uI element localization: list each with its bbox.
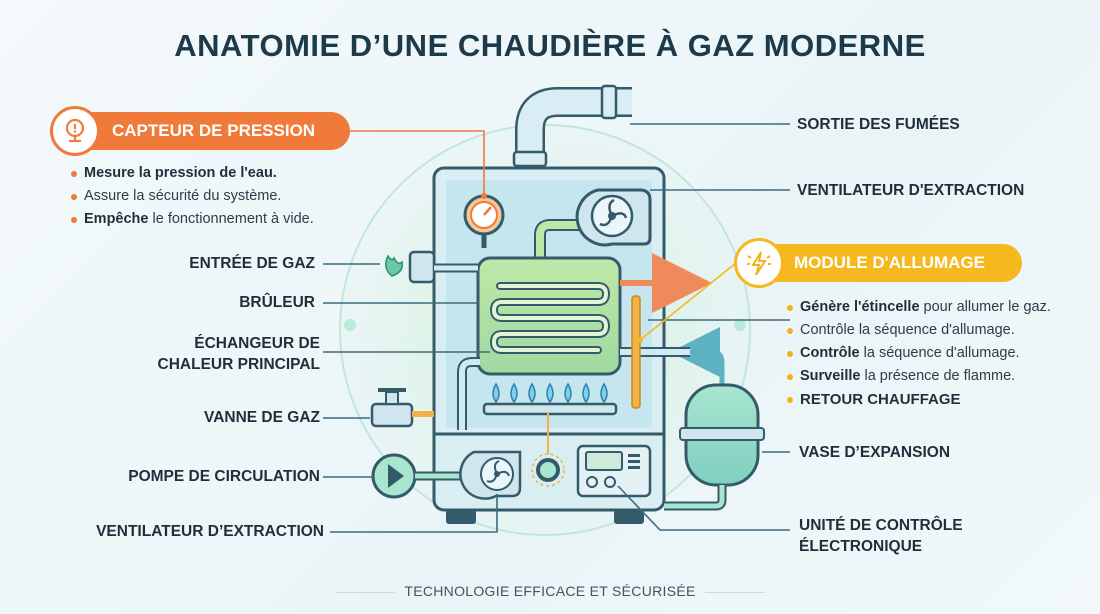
label-extraction-fan-top: VENTILATEUR D'EXTRACTION (797, 182, 1025, 199)
boiler-feet-left (446, 510, 476, 524)
list-item: Mesure la pression de l'eau. (70, 162, 314, 185)
footer-divider-right (705, 592, 765, 593)
gas-inlet (385, 250, 478, 284)
label-control-unit: UNITÉ DE CONTRÔLE ÉLECTRONIQUE (799, 517, 963, 555)
label-extraction-fan-bottom: VENTILATEUR D’EXTRACTION (96, 523, 324, 540)
pressure-sensor-bullets: Mesure la pression de l'eau. Assure la s… (70, 162, 314, 231)
ignition-rod (631, 295, 641, 409)
list-item: Assure la sécurité du système. (70, 185, 314, 208)
burner (482, 382, 618, 416)
extraction-fan-bottom (459, 450, 522, 500)
label-circulation-pump: POMPE DE CIRCULATION (128, 468, 320, 485)
label-flue-outlet: SORTIE DES FUMÉES (797, 116, 960, 133)
control-knob (531, 412, 565, 487)
heat-exchanger (476, 256, 622, 376)
label-heat-exchanger: ÉCHANGEUR DE CHALEUR PRINCIPAL (157, 335, 320, 373)
label-gas-inlet: ENTRÉE DE GAZ (189, 255, 315, 272)
extraction-fan-top (534, 188, 652, 270)
footer-divider-left (335, 592, 395, 593)
gas-valve (370, 388, 434, 428)
expansion-vessel (664, 383, 765, 511)
pressure-sensor-icon (50, 106, 100, 156)
circulation-pump (371, 453, 474, 499)
footer-tagline: TECHNOLOGIE EFFICACE ET SÉCURISÉE (404, 583, 696, 599)
return-water-arrow (670, 327, 725, 400)
boiler-feet-right (614, 510, 644, 524)
list-item: Génère l'étincelle pour allumer le gaz. (786, 296, 1051, 319)
pressure-sensor-title: CAPTEUR DE PRESSION (112, 121, 316, 140)
control-panel (576, 444, 652, 498)
label-burner: BRÛLEUR (239, 294, 315, 311)
ignition-module-title: MODULE D'ALLUMAGE (794, 253, 986, 272)
label-gas-valve: VANNE DE GAZ (204, 409, 320, 426)
ignition-module-bullets: Génère l'étincelle pour allumer le gaz. … (786, 296, 1051, 411)
list-item: Contrôle la séquence d'allumage. (786, 319, 1051, 342)
list-item: Contrôle la séquence d'allumage. (786, 342, 1051, 365)
flue-pipe (512, 84, 632, 170)
pressure-sensor-callout: CAPTEUR DE PRESSION (50, 106, 350, 156)
ignition-module-callout: MODULE D'ALLUMAGE (734, 238, 1022, 288)
spark-icon (734, 238, 784, 288)
page-title: ANATOMIE D’UNE CHAUDIÈRE À GAZ MODERNE (174, 28, 926, 63)
list-item: Surveille la présence de flamme. (786, 365, 1051, 388)
label-expansion-vessel: VASE D’EXPANSION (799, 444, 951, 461)
list-item: RETOUR CHAUFFAGE (786, 388, 1051, 411)
list-item: Empêche le fonctionnement à vide. (70, 208, 314, 231)
pressure-gauge (463, 194, 505, 248)
